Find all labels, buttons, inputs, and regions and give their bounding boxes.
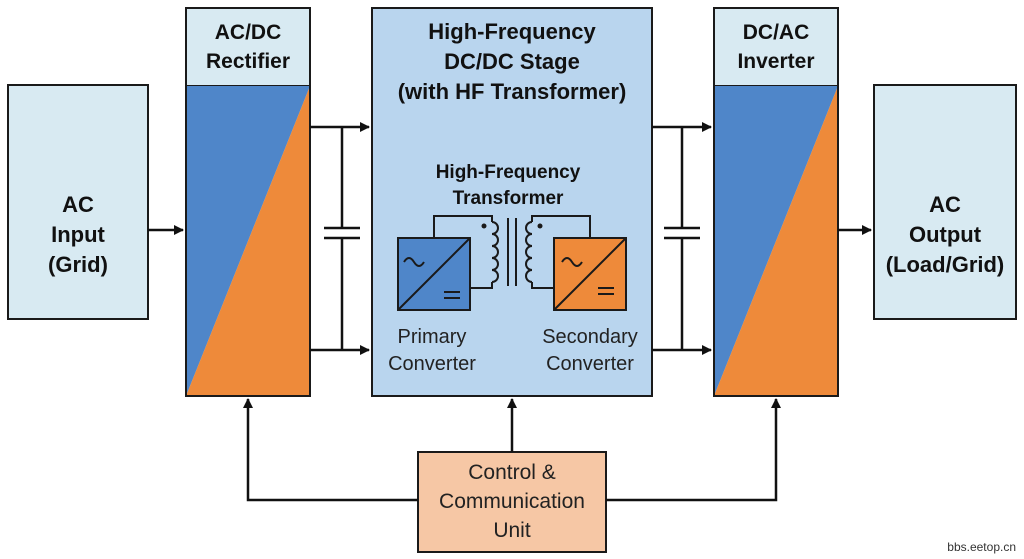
inverter-label-2: Inverter xyxy=(737,50,814,73)
rectifier-block: AC/DC Rectifier xyxy=(185,7,311,397)
secondary-converter-label-2: Converter xyxy=(546,353,634,375)
ac-input-label-3: (Grid) xyxy=(48,252,108,277)
ac-input-block: AC Input (Grid) xyxy=(7,84,149,320)
hf-stage-label-1: High-Frequency xyxy=(428,19,596,44)
ac-input-label-2: Input xyxy=(51,222,105,247)
transformer-symbol-icon xyxy=(433,215,591,289)
arrow-control-to-rectifier xyxy=(243,398,418,502)
arrow-control-to-inverter xyxy=(606,398,781,502)
primary-converter-label-2: Converter xyxy=(388,353,476,375)
hf-stage-label-3: (with HF Transformer) xyxy=(398,79,627,104)
watermark: bbs.eetop.cn xyxy=(947,540,1016,554)
hf-transformer-label-2: Transformer xyxy=(453,188,564,209)
secondary-converter-label-1: Secondary xyxy=(542,326,638,348)
primary-polarity-dot xyxy=(481,223,487,229)
ac-output-label-3: (Load/Grid) xyxy=(886,252,1005,277)
dc-link-capacitor-1-icon xyxy=(324,127,360,350)
ac-input-label-1: AC xyxy=(62,192,94,217)
ac-output-label-1: AC xyxy=(929,192,961,217)
rectifier-orange-half xyxy=(186,86,310,396)
secondary-converter-icon xyxy=(553,237,627,311)
dc-link-capacitor-2-icon xyxy=(664,127,700,350)
primary-converter-label-1: Primary xyxy=(398,326,467,348)
ac-output-label-2: Output xyxy=(909,222,982,247)
control-unit-label-3: Unit xyxy=(493,519,531,542)
control-unit-block: Control & Communication Unit xyxy=(417,451,607,553)
hf-stage-label-2: DC/DC Stage xyxy=(444,49,580,74)
inverter-block: DC/AC Inverter xyxy=(713,7,839,397)
control-unit-label-2: Communication xyxy=(439,490,585,513)
rectifier-label-2: Rectifier xyxy=(206,50,290,73)
inverter-label-1: DC/AC xyxy=(743,21,810,44)
hf-transformer-label-1: High-Frequency xyxy=(436,162,581,183)
rectifier-label-1: AC/DC xyxy=(215,21,282,44)
control-unit-label-1: Control & xyxy=(468,461,556,484)
ac-output-block: AC Output (Load/Grid) xyxy=(873,84,1017,320)
inverter-orange-half xyxy=(714,86,838,396)
primary-converter-icon xyxy=(397,237,471,311)
secondary-polarity-dot xyxy=(537,223,543,229)
hf-dcdc-stage-block: High-Frequency DC/DC Stage (with HF Tran… xyxy=(371,7,653,397)
